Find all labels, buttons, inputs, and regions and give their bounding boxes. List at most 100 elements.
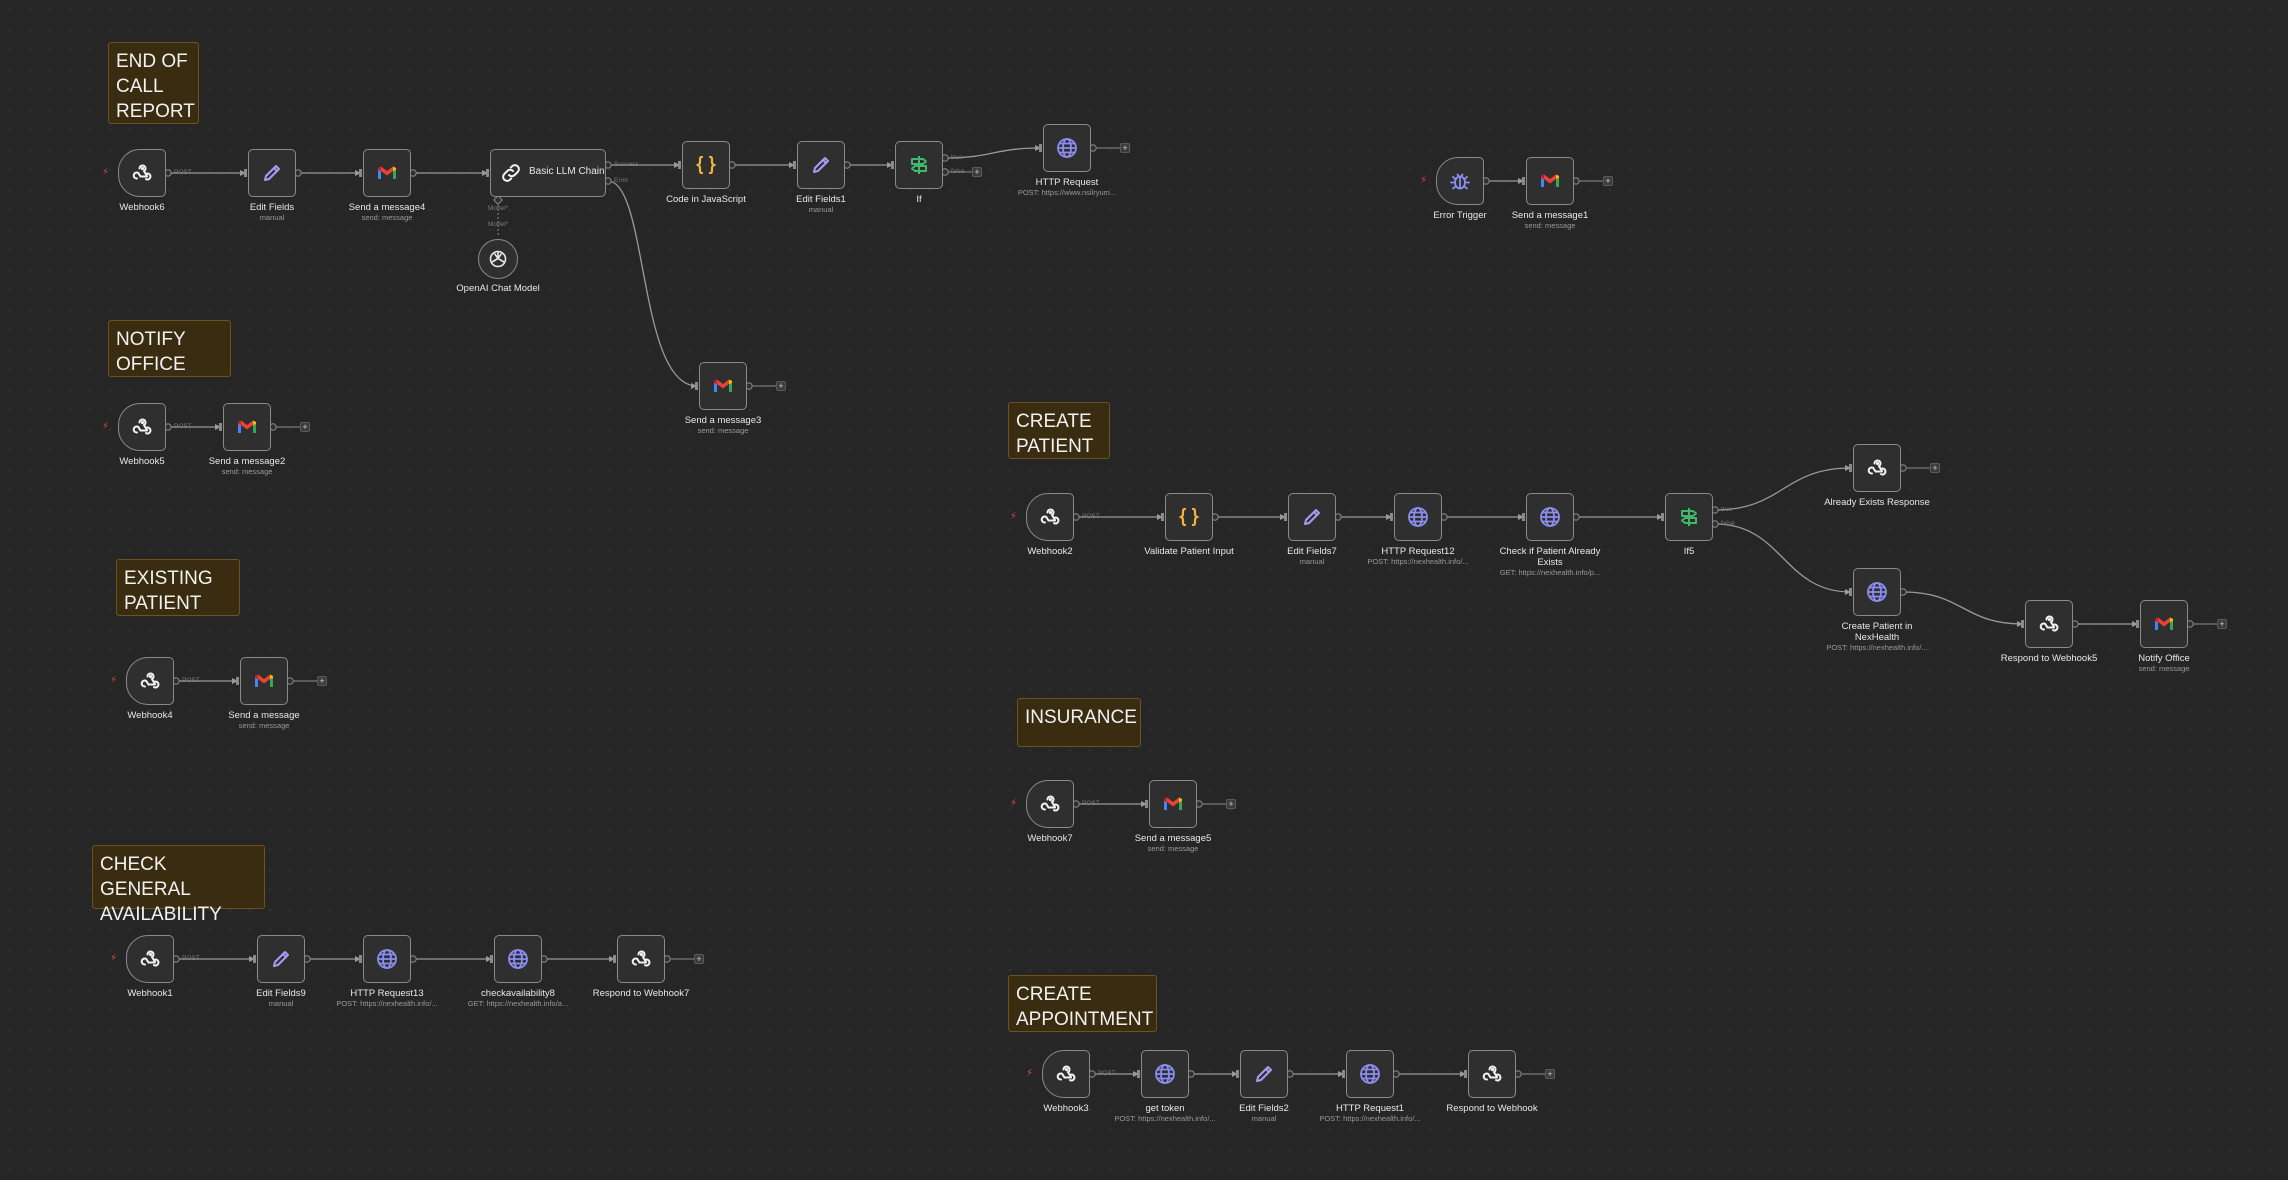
add-node-button[interactable]: + (1603, 176, 1613, 186)
node-label: Edit Fields9 (256, 988, 306, 999)
node-editfields1[interactable] (797, 141, 845, 189)
node-sendmsg[interactable] (240, 657, 288, 705)
edge-llmchain-to-sendmsg3[interactable] (607, 180, 698, 387)
connection-label: true (951, 154, 963, 161)
node-http12[interactable] (1394, 493, 1442, 541)
node-webhook4[interactable] (126, 657, 174, 705)
node-alreadyexists[interactable] (1853, 444, 1901, 492)
trigger-bolt-icon: ⚡ (1026, 1068, 1034, 1079)
node-webhook1[interactable] (126, 935, 174, 983)
pencil-icon (1241, 1051, 1287, 1097)
node-llmchain[interactable]: Basic LLM Chain (490, 149, 606, 197)
node-webhook2[interactable] (1026, 493, 1074, 541)
edge-if-to-http[interactable] (944, 147, 1042, 159)
webhook-icon (127, 658, 173, 704)
node-subtitle: manual (259, 213, 285, 222)
add-node-button[interactable]: + (972, 167, 982, 177)
node-respond7[interactable] (617, 935, 665, 983)
node-sendmsg4[interactable] (363, 149, 411, 197)
openai-icon (479, 240, 517, 278)
edge-createpatient-to-respond5[interactable] (1902, 591, 2024, 625)
node-webhook5[interactable] (118, 403, 166, 451)
sticky-note-create-patient[interactable]: CREATE PATIENT (1008, 402, 1110, 459)
node-subtitle: send: message (221, 467, 273, 476)
sticky-note-insurance[interactable]: INSURANCE (1017, 698, 1141, 747)
node-label: HTTP Request13 (350, 988, 424, 999)
node-editfields[interactable] (248, 149, 296, 197)
node-webhook3[interactable] (1042, 1050, 1090, 1098)
connection-label: true (1721, 506, 1733, 513)
connection-label: Success (614, 161, 639, 168)
node-checkavail8[interactable] (494, 935, 542, 983)
add-node-button[interactable]: + (1120, 143, 1130, 153)
node-errortrigger[interactable] (1436, 157, 1484, 205)
webhook-icon (1469, 1051, 1515, 1097)
add-node-button[interactable]: + (2217, 619, 2227, 629)
node-sendmsg1[interactable] (1526, 157, 1574, 205)
node-checkexists[interactable] (1526, 493, 1574, 541)
gmail-icon (241, 658, 287, 704)
pencil-icon (798, 142, 844, 188)
node-subtitle: send: message (2138, 664, 2190, 673)
node-subtitle: POST: https://www.nsilryum... (1017, 188, 1117, 197)
node-label: Webhook5 (119, 456, 165, 467)
node-if[interactable] (895, 141, 943, 189)
node-sendmsg5[interactable] (1149, 780, 1197, 828)
node-sendmsg2[interactable] (223, 403, 271, 451)
add-node-button[interactable]: + (317, 676, 327, 686)
node-label: Error Trigger (1433, 210, 1487, 221)
node-respond[interactable] (1468, 1050, 1516, 1098)
node-validate[interactable] (1165, 493, 1213, 541)
node-webhook7[interactable] (1026, 780, 1074, 828)
node-http1[interactable] (1346, 1050, 1394, 1098)
node-http[interactable] (1043, 124, 1091, 172)
connection-label: POST (1098, 1070, 1116, 1077)
gmail-icon (1527, 158, 1573, 204)
node-code[interactable] (682, 141, 730, 189)
node-editfields9[interactable] (257, 935, 305, 983)
node-label: Notify Office (2138, 653, 2190, 664)
add-node-button[interactable]: + (300, 422, 310, 432)
edge-if5-to-alreadyexists[interactable] (1714, 467, 1852, 511)
edge-if5-to-createpatient[interactable] (1714, 523, 1852, 593)
webhook-icon (2026, 601, 2072, 647)
bug-icon (1437, 158, 1483, 204)
node-label: Webhook4 (127, 710, 173, 721)
connection-label: POST (182, 955, 200, 962)
node-label: Create Patient in NexHealth (1841, 621, 1913, 643)
gmail-icon (700, 363, 746, 409)
connection-label: POST (174, 169, 192, 176)
add-node-button[interactable]: + (776, 381, 786, 391)
add-node-button[interactable]: + (1930, 463, 1940, 473)
add-node-button[interactable]: + (1545, 1069, 1555, 1079)
sticky-note-end-of-call-report[interactable]: END OF CALL REPORT (108, 42, 199, 124)
node-gettoken[interactable] (1141, 1050, 1189, 1098)
node-subtitle: send: message (361, 213, 413, 222)
trigger-bolt-icon: ⚡ (110, 953, 118, 964)
node-if5[interactable] (1665, 493, 1713, 541)
node-editfields2[interactable] (1240, 1050, 1288, 1098)
node-respond5[interactable] (2025, 600, 2073, 648)
sticky-note-check-general-availability[interactable]: CHECK GENERAL AVAILABILITY (92, 845, 265, 925)
node-label: checkavailability8 (481, 988, 555, 999)
connection-label: Model* (488, 205, 509, 212)
code-braces-icon (683, 142, 729, 188)
sticky-note-notify-office[interactable]: NOTIFY OFFICE (108, 320, 231, 377)
node-editfields7[interactable] (1288, 493, 1336, 541)
add-node-button[interactable]: + (1226, 799, 1236, 809)
node-label: Edit Fields (249, 202, 295, 213)
node-notifyoffice[interactable] (2140, 600, 2188, 648)
add-node-button[interactable]: + (694, 954, 704, 964)
node-createpatient[interactable] (1853, 568, 1901, 616)
sticky-note-create-appointment[interactable]: CREATE APPOINTMENT (1008, 975, 1157, 1032)
node-label: Webhook2 (1027, 546, 1073, 557)
node-openai[interactable] (478, 239, 518, 279)
node-label: Code in JavaScript (666, 194, 746, 205)
node-webhook6[interactable] (118, 149, 166, 197)
node-http13[interactable] (363, 935, 411, 983)
node-sendmsg3[interactable] (699, 362, 747, 410)
code-braces-icon (1166, 494, 1212, 540)
sticky-note-existing-patient[interactable]: EXISTING PATIENT (116, 559, 240, 616)
node-subtitle: send: message (238, 721, 290, 730)
